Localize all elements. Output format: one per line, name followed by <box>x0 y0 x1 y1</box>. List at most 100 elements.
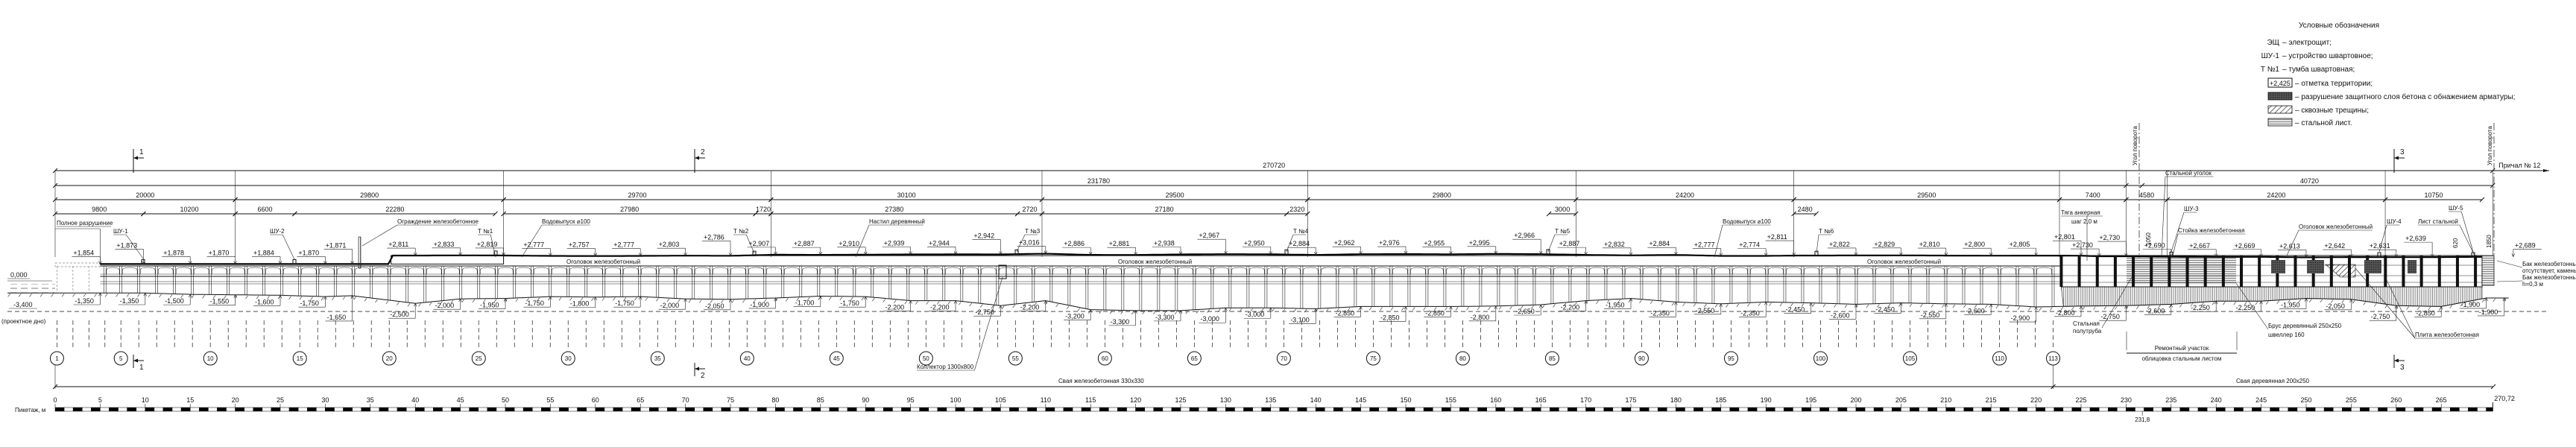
elevation-arrow-icon <box>953 251 958 256</box>
depth-arrow-icon <box>728 299 733 302</box>
seabed-hatch <box>666 298 670 302</box>
chainage-segment <box>1945 407 1956 412</box>
bottom-elevation-label: -2,550 <box>1921 311 1940 319</box>
chainage-tick-label: 90 <box>862 396 869 404</box>
chainage-label: Пикетаж, м <box>15 407 45 413</box>
elevation-arrow-icon <box>2169 253 2174 258</box>
chainage-segment <box>2036 407 2045 412</box>
callout-leader <box>745 234 755 254</box>
seabed-hatch <box>872 298 875 302</box>
chainage-segment <box>2009 407 2018 412</box>
callout-t3: Т №3 <box>1025 228 1041 235</box>
chainage-segment <box>1928 407 1937 412</box>
pile-axis-number: 55 <box>1012 355 1019 362</box>
deck-elevation-label: +2,966 <box>1514 232 1535 239</box>
arch <box>1446 267 1462 274</box>
chainage-segment <box>145 407 155 412</box>
callout-leader <box>282 234 295 260</box>
arch <box>730 267 746 274</box>
depth-arrow-icon <box>1269 307 1273 311</box>
damage-hatch <box>2408 260 2416 273</box>
seabed-hatch <box>1541 305 1545 308</box>
seabed-hatch <box>2223 301 2226 305</box>
arch <box>1911 267 1927 274</box>
chainage-segment <box>414 407 425 412</box>
callout-anchor-step: шаг 2,0 м <box>2071 218 2097 225</box>
depth-arrow-icon <box>953 299 958 304</box>
chainage-segment <box>531 407 542 412</box>
chainage-segment <box>334 407 344 412</box>
seabed-hatch <box>148 294 151 297</box>
dimension-row3: 10750 <box>2424 191 2443 199</box>
chainage-tick-label: 155 <box>1445 396 1456 404</box>
damage-hatch <box>2307 260 2324 273</box>
bottom-elevation-label: -2,900 <box>2011 314 2030 322</box>
arch <box>1482 267 1497 274</box>
frame-post <box>2221 256 2225 287</box>
chainage-segment <box>2252 407 2261 412</box>
depth-arrow-icon <box>323 296 327 300</box>
bottom-elevation-label: -2,800 <box>1471 314 1490 321</box>
depth-arrow-icon <box>1178 310 1183 314</box>
seabed-hatch <box>1368 307 1372 311</box>
deck-elevation-label: +2,884 <box>1649 240 1670 247</box>
depth-arrow-icon <box>1944 303 1948 307</box>
chainage-segment <box>1603 407 1614 412</box>
chainage-segment <box>685 407 695 412</box>
arch <box>121 267 138 274</box>
bottom-elevation-label: -2,600 <box>2146 307 2165 314</box>
elevation-arrow-icon <box>188 261 192 265</box>
arch <box>1947 267 1963 274</box>
chainage-segment <box>1892 407 1901 412</box>
arch <box>640 267 657 274</box>
dimension-row3: 29700 <box>628 191 646 199</box>
depth-arrow-icon <box>233 294 237 298</box>
chainage-segment <box>189 407 200 412</box>
pile-axis-number: 30 <box>565 355 572 362</box>
chainage-segment <box>1135 407 1145 412</box>
legend-item-text: – тумба швартовная; <box>2282 65 2355 74</box>
cap-label: Оголовок железобетонный <box>566 259 640 265</box>
chainage-segment <box>2351 407 2361 412</box>
deck-elevation-label: +2,786 <box>704 233 724 241</box>
seabed-hatch <box>1390 307 1394 311</box>
chainage-segment <box>2045 407 2055 412</box>
arch <box>587 267 603 274</box>
chainage-segment <box>649 407 659 412</box>
chainage-segment <box>955 407 965 412</box>
chainage-segment <box>2405 407 2415 412</box>
pile-axis-number: 20 <box>386 355 393 362</box>
chainage-segment <box>1027 407 1037 412</box>
chainage-segment <box>1477 407 1487 412</box>
bottom-elevation-label: -2,000 <box>660 302 680 309</box>
dimension-row4: 2320 <box>1289 206 1304 213</box>
elevation-arrow-icon <box>350 261 354 265</box>
elevation-arrow-icon <box>2214 253 2218 258</box>
legend-item-text: – стальной лист. <box>2295 119 2352 127</box>
chainage-segment <box>1828 407 1839 412</box>
seabed-hatch <box>1822 303 1826 308</box>
chainage-tick-label: 255 <box>2346 396 2357 404</box>
chainage-tick-label: 40 <box>411 396 419 404</box>
chainage-segment <box>2414 407 2424 412</box>
arch <box>1017 267 1032 274</box>
seabed-hatch <box>1423 307 1426 311</box>
seabed-hatch <box>2330 299 2334 303</box>
chainage-tick-label: 225 <box>2075 396 2086 404</box>
chainage-segment <box>81 407 92 412</box>
chainage-segment <box>1468 407 1478 412</box>
frame-post <box>2150 256 2153 287</box>
callout-shu2: ШУ-2 <box>270 228 285 235</box>
collector-box <box>998 264 1007 279</box>
chainage-segment <box>2332 407 2343 412</box>
chainage-tick-label: 185 <box>1715 396 1726 404</box>
chainage-segment <box>982 407 992 412</box>
frame-post <box>2059 256 2063 287</box>
arch <box>551 267 567 274</box>
chainage-segment <box>1414 407 1424 412</box>
dimension-row4: 6600 <box>257 206 272 213</box>
deck-elevation-label: +2,777 <box>1694 241 1715 248</box>
chainage-segment <box>919 407 929 412</box>
chainage-segment <box>550 407 560 412</box>
bottom-elevation-label: -1,350 <box>120 297 139 305</box>
